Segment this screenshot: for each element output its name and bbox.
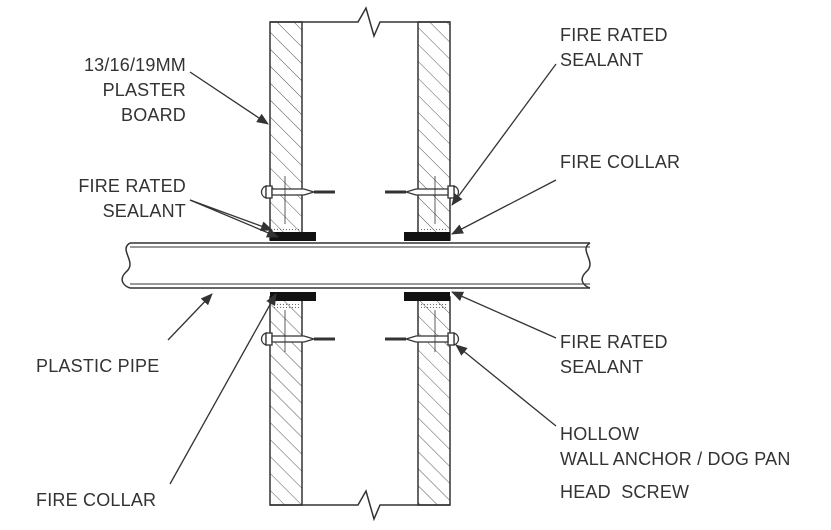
label-plastic-pipe: PLASTIC PIPE (36, 354, 159, 379)
label-plastic-pipe-text: PLASTIC PIPE (36, 356, 160, 376)
label-fire-collar-top-right-text: FIRE COLLAR (560, 152, 681, 172)
wall-anchors (260, 176, 460, 352)
label-sealant-bottom-right-line-1: FIRE RATED (560, 332, 668, 352)
label-anchor-line-2: WALL ANCHOR / DOG PAN (560, 449, 791, 469)
label-anchor-line-3: HEAD SCREW (560, 482, 690, 502)
label-anchor-line-1: HOLLOW (560, 424, 640, 444)
label-sealant-bottom-right-line-2: SEALANT (560, 357, 644, 377)
label-plasterboard-line-3: BOARD (120, 105, 186, 125)
label-fire-collar-bottom-left: FIRE COLLAR (36, 488, 156, 513)
label-sealant-left: FIRE RATED SEALANT (40, 174, 186, 224)
label-sealant-top-right-line-2: SEALANT (560, 50, 644, 70)
label-anchor: HOLLOW WALL ANCHOR / DOG PAN HEAD SCREW (560, 422, 791, 505)
fire-collars (270, 232, 450, 301)
label-sealant-left-line-2: SEALANT (102, 201, 186, 221)
label-sealant-top-right-line-1: FIRE RATED (560, 25, 668, 45)
label-fire-collar-bottom-left-text: FIRE COLLAR (36, 490, 157, 510)
label-plasterboard-line-1: 13/16/19MM (83, 55, 186, 75)
left-plasterboard (269, 21, 303, 506)
label-sealant-top-right: FIRE RATED SEALANT (560, 23, 668, 73)
label-fire-collar-top-right: FIRE COLLAR (560, 150, 680, 175)
plastic-pipe-drawing (121, 242, 591, 289)
leader-lines (167, 63, 557, 485)
label-sealant-left-line-1: FIRE RATED (78, 176, 186, 196)
label-sealant-bottom-right: FIRE RATED SEALANT (560, 330, 668, 380)
label-plasterboard: 13/16/19MM PLASTER BOARD (40, 53, 186, 128)
fire-rated-sealant (272, 228, 448, 308)
top-break-line (270, 6, 450, 39)
label-plasterboard-line-2: PLASTER (102, 80, 186, 100)
bottom-break-line (270, 489, 450, 522)
